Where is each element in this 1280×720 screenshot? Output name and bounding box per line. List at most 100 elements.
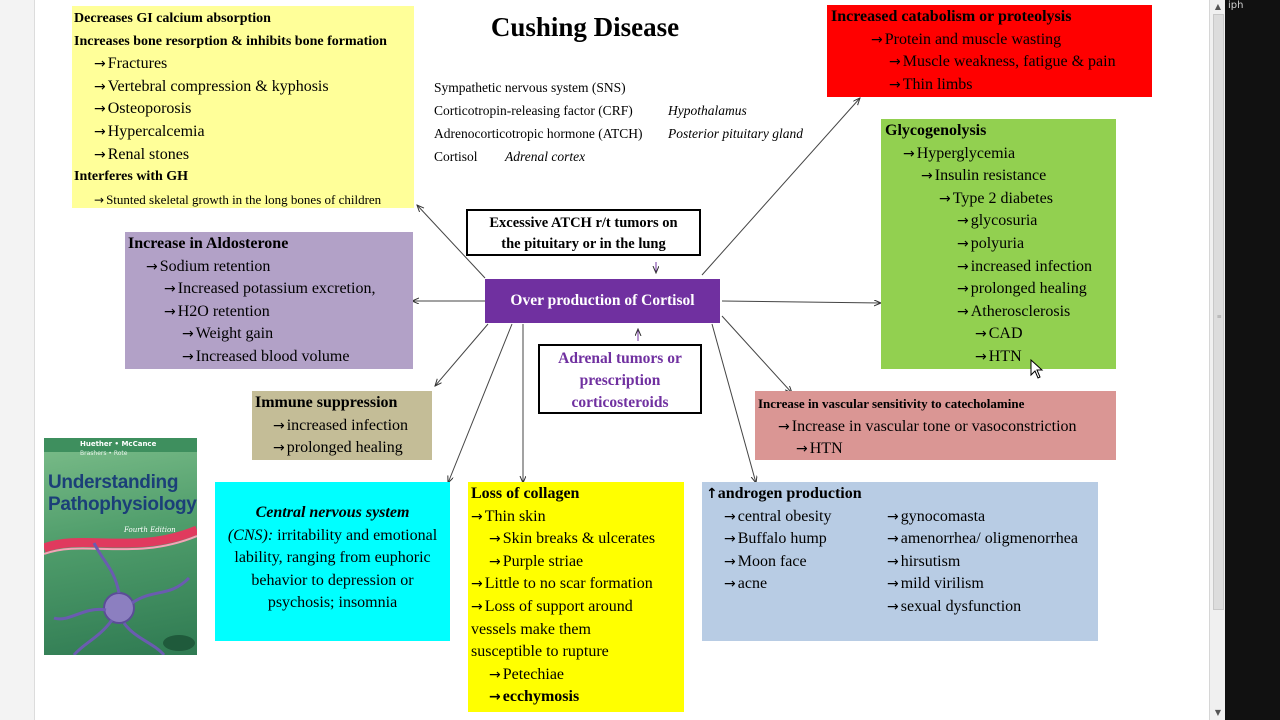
- item-text: Sodium retention: [159, 257, 271, 275]
- item-text: HTN: [809, 440, 843, 458]
- scrollbar-thumb[interactable]: ≡: [1213, 14, 1224, 610]
- arrow-icon: →: [957, 258, 969, 275]
- arrow-icon: →: [273, 440, 285, 457]
- catabolism-box: Increased catabolism or proteolysis →Pro…: [827, 5, 1152, 97]
- arrow-icon: →: [471, 508, 483, 525]
- immune-heading: Immune suppression: [255, 394, 398, 411]
- item-text: Stunted skeletal growth in the long bone…: [106, 191, 382, 207]
- cause-top-box: Excessive ATCH r/t tumors on the pituita…: [466, 209, 701, 256]
- list-item: →Protein and muscle wasting: [831, 29, 1148, 52]
- list-item: →mild virilism: [887, 573, 1078, 596]
- arrow-icon: →: [921, 168, 933, 185]
- item-text: central obesity: [737, 507, 832, 525]
- list-item: →Fractures: [74, 53, 412, 76]
- item-text: hirsutism: [900, 552, 961, 570]
- collagen-heading: Loss of collagen: [471, 485, 580, 502]
- cns-abbrev: (CNS):: [227, 526, 274, 544]
- arrow-icon: →: [724, 508, 736, 525]
- cause-top-line: the pituitary or in the lung: [501, 236, 666, 252]
- arrow-icon: →: [724, 553, 736, 570]
- item-text: Buffalo hump: [737, 530, 827, 548]
- hormone-chain: Sympathetic nervous system (SNS) Cortico…: [434, 76, 803, 168]
- item-text: Hyperglycemia: [916, 144, 1016, 162]
- item-text: Petechiae: [502, 665, 565, 683]
- list-item: →Stunted skeletal growth in the long bon…: [74, 189, 412, 212]
- glycogenolysis-box: Glycogenolysis →Hyperglycemia →Insulin r…: [881, 119, 1116, 369]
- item-text: polyuria: [970, 234, 1025, 252]
- list-item: →gynocomasta: [887, 506, 1078, 529]
- item-text: Fractures: [107, 55, 168, 73]
- list-item: →sexual dysfunction: [887, 596, 1078, 619]
- collagen-box: Loss of collagen →Thin skin →Skin breaks…: [468, 482, 684, 712]
- book-title-2: Pathophysiology: [48, 494, 197, 515]
- list-item: →Increase in vascular tone or vasoconstr…: [758, 416, 1113, 439]
- aldosterone-heading: Increase in Aldosterone: [128, 235, 289, 252]
- item-text: amenorrhea/ oligmenorrhea: [900, 530, 1078, 548]
- bone-effects-box: Decreases GI calcium absorption Increase…: [72, 6, 414, 208]
- list-item: →CAD: [885, 323, 1112, 346]
- cns-body: irritability and emotional lability, ran…: [234, 526, 438, 612]
- arrow-icon: →: [887, 531, 899, 548]
- list-item: →Moon face: [724, 551, 887, 574]
- item-text: prolonged healing: [286, 439, 403, 457]
- item-text: acne: [737, 575, 768, 593]
- arrow-icon: →: [146, 258, 158, 275]
- hormone-name: Adrenocorticotropic hormone (ATCH): [434, 126, 643, 141]
- item-text: Osteoporosis: [107, 100, 192, 118]
- item-continuation: vessels make them: [471, 620, 591, 638]
- cns-box: Central nervous system (CNS): irritabili…: [215, 482, 450, 641]
- arrow-icon: →: [164, 303, 176, 320]
- book-authors: Huether • McCance: [80, 440, 157, 448]
- immune-box: Immune suppression →increased infection …: [252, 391, 432, 460]
- arrow-icon: →: [796, 441, 808, 458]
- list-item: →Weight gain: [128, 323, 410, 346]
- vertical-scrollbar[interactable]: ▲ ≡ ▼: [1209, 0, 1226, 720]
- item-text: sexual dysfunction: [900, 597, 1022, 615]
- list-item: →acne: [724, 573, 887, 596]
- arrow-icon: →: [724, 576, 736, 593]
- list-item: →prolonged healing: [885, 278, 1112, 301]
- vascular-box: Increase in vascular sensitivity to cate…: [755, 391, 1116, 460]
- hormone-row: Sympathetic nervous system (SNS): [434, 76, 803, 99]
- item-text: Increased potassium excretion,: [177, 280, 376, 298]
- bone-heading-1: Decreases GI calcium absorption: [74, 11, 271, 26]
- item-text: Thin limbs: [902, 75, 973, 93]
- list-item: →Loss of support around: [471, 596, 681, 619]
- arrow-icon: →: [903, 145, 915, 162]
- arrow-icon: →: [889, 76, 901, 93]
- item-text: mild virilism: [900, 575, 984, 593]
- scroll-down-icon[interactable]: ▼: [1214, 708, 1222, 717]
- item-text: Muscle weakness, fatigue & pain: [902, 53, 1116, 71]
- list-item: →Increased potassium excretion,: [128, 278, 410, 301]
- arrow-icon: →: [489, 689, 501, 706]
- item-text: Loss of support around: [484, 597, 633, 615]
- arrow-icon: →: [471, 598, 483, 615]
- arrow-icon: →: [939, 190, 951, 207]
- list-item: →Sodium retention: [128, 256, 410, 279]
- arrow-to-bone: [417, 205, 486, 279]
- arrow-icon: →: [887, 553, 899, 570]
- textbook-cover: Huether • McCance Brashers • Rote Unders…: [44, 438, 197, 655]
- aldosterone-box: Increase in Aldosterone →Sodium retentio…: [125, 232, 413, 369]
- item-text: Thin skin: [484, 507, 546, 525]
- list-item: →HTN: [885, 346, 1112, 369]
- list-item: →Thin skin: [471, 506, 681, 529]
- hormone-row: Corticotropin-releasing factor (CRF)Hypo…: [434, 99, 803, 122]
- arrow-icon: →: [94, 192, 105, 207]
- arrow-icon: →: [94, 101, 106, 118]
- scroll-up-icon[interactable]: ▲: [1214, 2, 1222, 11]
- item-text: gynocomasta: [900, 507, 986, 525]
- item-text: Atherosclerosis: [970, 302, 1071, 320]
- list-item: →Skin breaks & ulcerates: [471, 528, 681, 551]
- arrow-icon: →: [182, 326, 194, 343]
- item-text: ecchymosis: [502, 688, 580, 706]
- list-item: →Osteoporosis: [74, 98, 412, 121]
- arrow-icon: →: [489, 666, 501, 683]
- center-label: Over production of Cortisol: [510, 292, 695, 309]
- item-text: Renal stones: [107, 145, 190, 163]
- item-text: HTN: [988, 347, 1022, 365]
- left-margin: [0, 0, 35, 720]
- item-text: increased infection: [970, 257, 1093, 275]
- list-item: →Hyperglycemia: [885, 143, 1112, 166]
- arrow-to-androgen: [711, 323, 756, 483]
